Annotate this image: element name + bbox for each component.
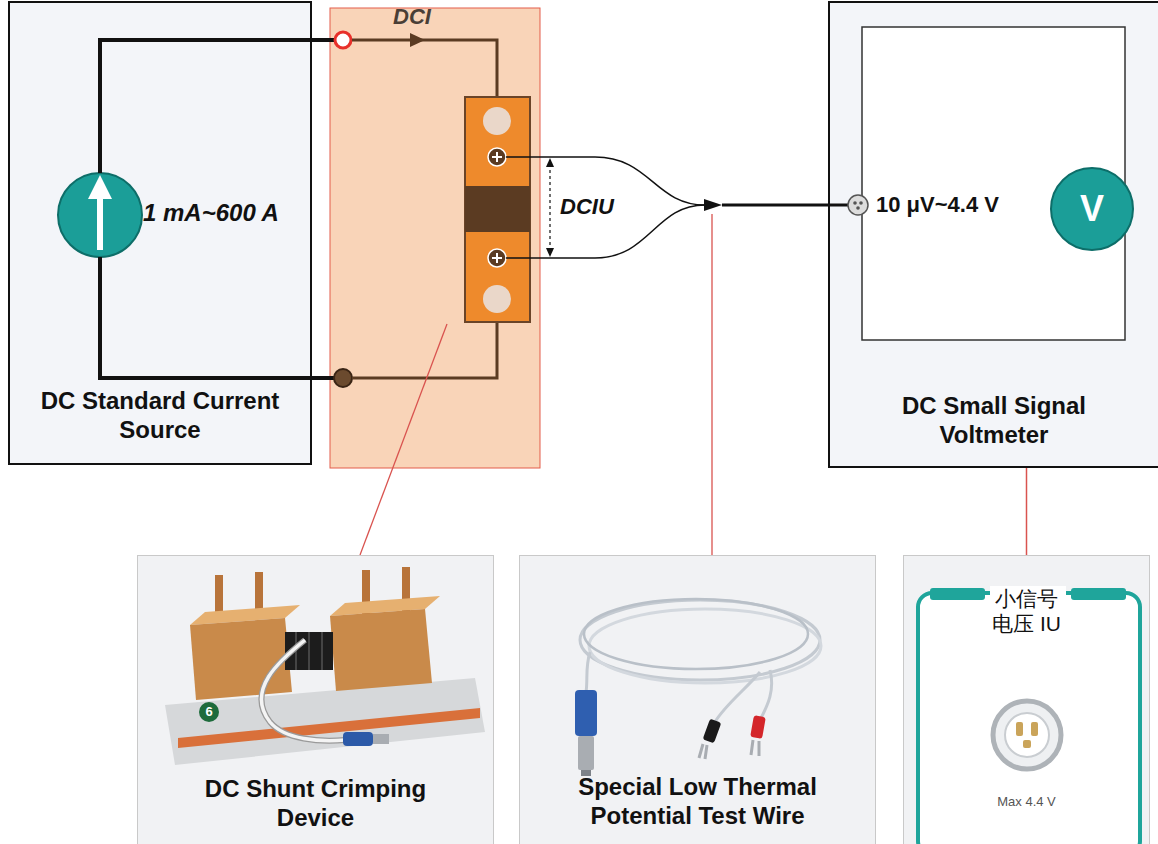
test-wire-photo	[751, 740, 759, 756]
node-note: Max 4.4 V	[967, 794, 1087, 810]
shunt-band	[330, 8, 540, 468]
shunt-symbol	[496, 253, 498, 263]
current-wire	[100, 257, 334, 378]
input-socket-icon	[848, 195, 868, 215]
photo-panel: DC Shunt Crimping Device	[137, 555, 494, 844]
socket-card	[918, 586, 1140, 844]
socket-card	[1005, 713, 1049, 757]
input-socket-icon	[853, 201, 857, 205]
signal-name: DCI	[393, 4, 431, 30]
test-wire-photo	[589, 609, 821, 683]
socket-card	[1071, 588, 1126, 600]
shunt-crimping-photo	[321, 632, 323, 670]
shunt-symbol	[465, 186, 530, 232]
node-title: DC Standard Current Source	[40, 387, 280, 445]
test-wire-photo	[575, 599, 821, 776]
test-wire-photo	[750, 715, 766, 739]
current-source-box: DC Standard Current Source	[8, 1, 312, 465]
current-wire	[100, 40, 334, 173]
shunt-band	[330, 8, 540, 468]
leader-line	[711, 214, 712, 555]
leader-line	[1026, 468, 1028, 555]
current-source-symbol	[97, 195, 103, 250]
node-title: DC Small Signal Voltmeter	[863, 392, 1125, 450]
test-wire	[506, 157, 848, 258]
test-wire-photo	[703, 719, 722, 744]
test-wire-photo	[715, 672, 760, 722]
voltage-bracket	[546, 248, 554, 257]
voltage-bracket	[546, 158, 554, 167]
test-wire-photo	[575, 690, 597, 736]
current-wire	[410, 33, 425, 47]
current-range: 1 mA~600 A	[143, 199, 279, 228]
test-wire-photo	[586, 652, 590, 692]
shunt-symbol	[488, 249, 506, 267]
shunt-symbol	[496, 152, 498, 162]
box-ground	[8, 1, 1158, 468]
voltage-range: 10 μV~4.4 V	[876, 192, 999, 218]
shunt-crimping-photo	[343, 732, 373, 746]
test-wire-photo	[580, 600, 820, 680]
current-wire	[335, 32, 351, 48]
socket-card	[1031, 722, 1038, 736]
socket-panel: 小信号 电压 IU Max 4.4 V	[903, 555, 1150, 844]
shunt-crimping-photo	[261, 640, 345, 741]
node-title: DC Shunt Crimping Device	[186, 775, 446, 833]
input-socket-icon	[848, 195, 868, 215]
shunt-symbol	[465, 97, 530, 322]
callout-number: 6	[199, 702, 219, 722]
current-wire	[352, 322, 497, 378]
current-wire	[352, 40, 497, 100]
voltage-bracket	[549, 164, 550, 251]
test-wire-photo	[760, 670, 772, 720]
voltmeter-symbol: V	[1050, 167, 1134, 251]
photo-panel-ground	[137, 555, 494, 844]
socket-card	[993, 701, 1061, 769]
test-wire-photo	[584, 599, 808, 669]
shunt-crimping-photo	[165, 567, 485, 765]
node-title: Special Low Thermal Potential Test Wire	[548, 773, 848, 831]
leader-line	[360, 214, 712, 555]
test-wire-photo	[699, 744, 707, 759]
leader-line	[360, 324, 447, 555]
signal-name: DCIU	[560, 194, 614, 220]
shunt-symbol	[465, 97, 530, 322]
shunt-crimping-photo	[330, 609, 432, 691]
current-source-symbol	[88, 175, 112, 199]
input-socket-icon	[856, 206, 860, 210]
shunt-symbol	[483, 107, 511, 135]
shunt-symbol	[488, 148, 506, 166]
shunt-crimping-photo	[190, 618, 292, 700]
voltage-bracket	[546, 158, 554, 257]
photo-panel-ground	[519, 555, 876, 844]
node-title: V	[1080, 187, 1104, 230]
voltmeter-box: DC Small Signal Voltmeter V	[828, 1, 1158, 468]
node-title: 小信号 电压 IU	[984, 586, 1070, 636]
socket-card	[1023, 740, 1031, 748]
test-wire-photo	[578, 736, 594, 770]
input-socket-icon	[859, 201, 863, 205]
box-ground	[828, 1, 1158, 468]
current-wire	[334, 369, 352, 387]
shunt-crimping-photo	[308, 632, 310, 670]
shunt-symbol	[483, 285, 511, 313]
current-wire	[100, 32, 497, 387]
shunt-crimping-photo	[373, 734, 389, 744]
socket-card	[1016, 722, 1023, 736]
box-ground	[8, 1, 312, 465]
photo-panel: Special Low Thermal Potential Test Wire	[519, 555, 876, 844]
socket-card	[930, 588, 985, 600]
test-wire	[704, 199, 722, 211]
current-source-symbol	[58, 173, 142, 257]
current-source-symbol	[58, 173, 142, 257]
shunt-crimping-photo	[261, 640, 345, 741]
